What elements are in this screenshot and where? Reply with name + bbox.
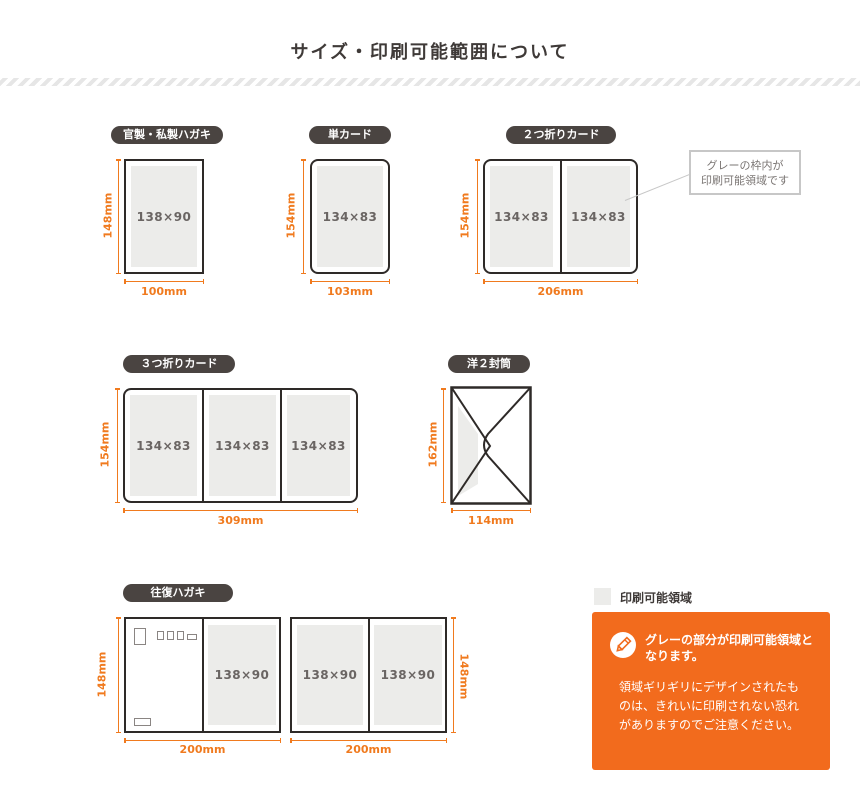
dimension-height xyxy=(116,159,121,274)
dimension-height xyxy=(475,159,480,274)
dimension-width xyxy=(290,738,447,743)
postal-code-box xyxy=(167,631,174,640)
printable-area: 134×83 xyxy=(130,395,197,496)
label-oufuku-hagaki: 往復ハガキ xyxy=(123,584,233,602)
printable-area: 134×83 xyxy=(209,395,276,496)
postal-code-box xyxy=(157,631,164,640)
warning-title: グレーの部分が印刷可能領域となります。 xyxy=(645,633,814,663)
width-label: 309mm xyxy=(217,514,264,527)
dimension-height xyxy=(451,617,456,733)
label-mittsu-ori: ３つ折りカード xyxy=(123,355,235,373)
postal-code-box xyxy=(187,634,197,640)
stripe-divider xyxy=(0,78,860,86)
printable-area: 134×83 xyxy=(287,395,350,496)
fold-line xyxy=(368,619,370,731)
printable-area: 134×83 xyxy=(317,166,383,267)
pencil-icon xyxy=(610,632,636,658)
fold-line xyxy=(560,161,562,272)
label-futatsu-ori: ２つ折りカード xyxy=(506,126,616,144)
postal-stamp-box xyxy=(134,628,146,645)
printable-area: 134×83 xyxy=(567,166,630,267)
postal-code-box xyxy=(177,631,184,640)
dimension-width xyxy=(310,279,390,284)
warning-box: グレーの部分が印刷可能領域となります。 領域ギリギリにデザインされたものは、きれ… xyxy=(592,612,830,770)
card-oufuku-left: 138×90 xyxy=(124,617,281,733)
width-label: 103mm xyxy=(327,285,373,298)
height-label: 162mm xyxy=(426,421,440,468)
note-line-1: グレーの枠内が xyxy=(706,159,784,172)
legend-swatch xyxy=(594,588,611,605)
width-label: 200mm xyxy=(345,743,392,756)
sender-code-box xyxy=(134,718,151,726)
dimension-width xyxy=(483,279,638,284)
dimension-height xyxy=(116,617,121,733)
height-label: 154mm xyxy=(98,421,112,468)
dimension-width xyxy=(124,738,281,743)
width-label: 200mm xyxy=(179,743,226,756)
width-label: 114mm xyxy=(468,514,514,527)
dimension-width xyxy=(124,279,204,284)
card-tan: 134×83 xyxy=(310,159,390,274)
fold-line xyxy=(202,390,204,501)
page-title: サイズ・印刷可能範囲について xyxy=(290,42,570,63)
dimension-width xyxy=(123,508,358,513)
warning-body: 領域ギリギリにデザインされたものは、きれいに印刷されない恐れがありますのでご注意… xyxy=(619,680,800,732)
width-label: 100mm xyxy=(141,285,187,298)
envelope-drawing xyxy=(450,386,532,505)
envelope-icon xyxy=(450,386,532,505)
printable-area: 134×83 xyxy=(490,166,553,267)
card-oufuku-right: 138×90 138×90 xyxy=(290,617,447,733)
printable-area: 138×90 xyxy=(208,625,276,725)
printable-area: 138×90 xyxy=(374,625,442,725)
height-label: 148mm xyxy=(101,192,115,239)
label-envelope: 洋２封筒 xyxy=(448,355,530,373)
dimension-height xyxy=(115,388,120,503)
fold-line xyxy=(280,390,282,501)
fold-line xyxy=(202,619,204,731)
legend-label: 印刷可能領域 xyxy=(620,591,693,605)
label-kansei-hagaki: 官製・私製ハガキ xyxy=(111,126,223,144)
card-kansei-hagaki: 138×90 xyxy=(124,159,204,274)
width-label: 206mm xyxy=(537,285,584,298)
height-label: 148mm xyxy=(95,651,109,698)
card-futatsu-ori: 134×83 134×83 xyxy=(483,159,638,274)
dimension-height xyxy=(441,388,446,503)
height-label: 154mm xyxy=(458,192,472,239)
printable-area: 138×90 xyxy=(131,166,197,267)
note-line-2: 印刷可能領域です xyxy=(701,174,789,187)
dimension-height xyxy=(301,159,306,274)
card-mittsu-ori: 134×83 134×83 134×83 xyxy=(123,388,358,503)
height-label: 154mm xyxy=(284,192,298,239)
height-label: 148mm xyxy=(457,653,471,700)
label-tan-card: 単カード xyxy=(309,126,391,144)
dimension-width xyxy=(451,508,531,513)
printable-area: 138×90 xyxy=(297,625,363,725)
printable-note: グレーの枠内が 印刷可能領域です xyxy=(689,150,801,195)
